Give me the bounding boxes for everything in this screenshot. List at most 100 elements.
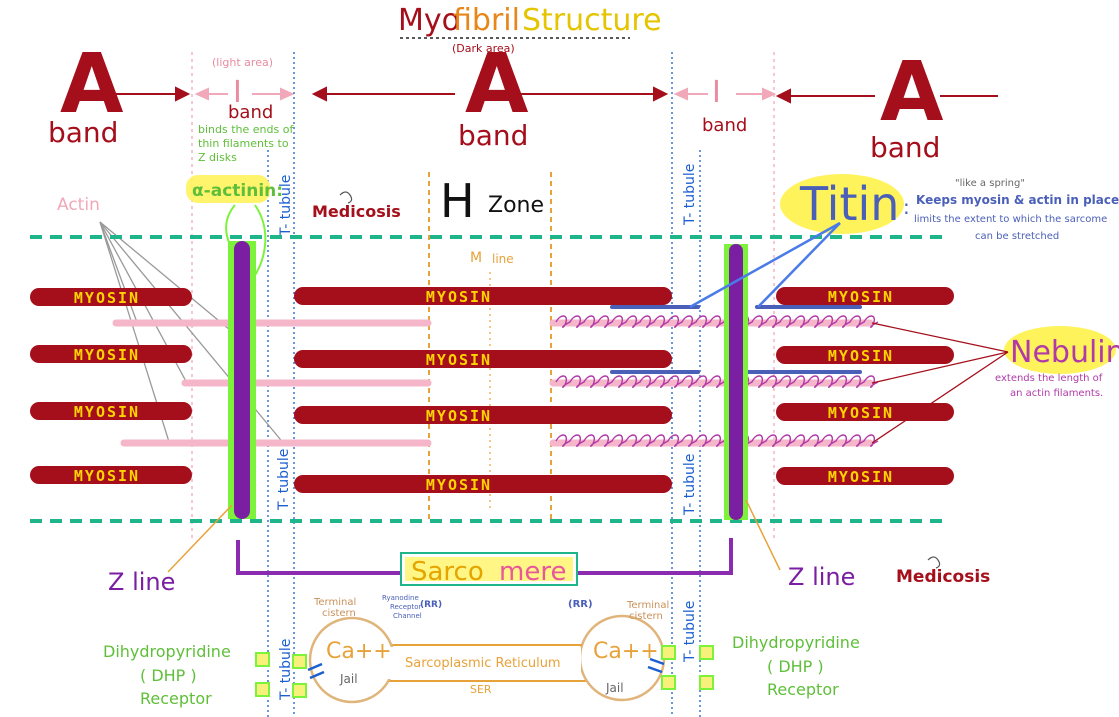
- actin-label: Actin: [57, 195, 100, 215]
- i-band-left-word: band: [228, 102, 273, 123]
- dhp-sq-1: [255, 652, 270, 667]
- sarcomere-bracket: Sarco mere: [236, 538, 733, 587]
- nebulin-line-1: extends the length of: [995, 373, 1103, 384]
- titin-springs: [555, 315, 879, 447]
- nebulin-ptr-1: [871, 322, 1009, 353]
- guide-lines: [191, 52, 775, 717]
- myosin-filament-11: [294, 475, 672, 493]
- h-zone-label: H Zone: [440, 174, 544, 228]
- sarcomere-part1: Sarco: [411, 557, 484, 587]
- nebulin-label: Nebulin: [1010, 335, 1119, 370]
- i-band-arrows: [194, 87, 777, 101]
- titin-coil-3: [555, 434, 879, 447]
- medicosis-logo-bottom: Medicosis: [896, 556, 990, 587]
- ser-label: SER: [470, 683, 492, 696]
- z-line-left-pointer: [167, 504, 233, 573]
- title-fibril: fibril: [453, 3, 520, 38]
- dhp-sq-5: [661, 645, 676, 660]
- titin-line-1: Keeps myosin & actin in place.: [916, 193, 1119, 207]
- nebulin-bars: [610, 305, 862, 374]
- myosin-filament-8: [294, 406, 672, 424]
- actinin-desc-2: thin filaments to: [198, 137, 289, 150]
- arrow-a-center-right-head: [653, 86, 669, 102]
- nebulin-ptr-3: [871, 351, 1009, 444]
- ryanodine-1: Ryanodine: [382, 594, 419, 602]
- arrow-a-right-head: [775, 88, 791, 104]
- nebulin-line-2: an actin filaments.: [1010, 388, 1103, 399]
- i-left-arrow-r-head: [280, 87, 295, 101]
- dhp-left-3: Receptor: [140, 689, 212, 708]
- titin-spring-note: "like a spring": [955, 178, 1025, 189]
- z-line-left: Z line: [108, 568, 175, 596]
- nebulin-annotation: Nebulin extends the length of an actin f…: [871, 322, 1119, 444]
- stethoscope-icon-bottom: [927, 556, 941, 569]
- ryr-right-1: [649, 657, 665, 666]
- t-tubule-label-6: T- tubule: [682, 601, 698, 663]
- jail-left: Jail: [339, 672, 358, 686]
- dhp-sq-3: [292, 654, 307, 669]
- dhp-sq-6: [661, 675, 676, 690]
- dhp-right-2: ( DHP ): [767, 657, 824, 676]
- z-disk-left-inner: [234, 241, 250, 519]
- titin-annotation: Titin : "like a spring" Keeps myosin & a…: [689, 174, 1119, 309]
- actin-ptr-5: [99, 221, 231, 331]
- myosin-label-11: MYOSIN: [426, 476, 492, 494]
- terminal-cistern-left-1: Terminal: [313, 597, 356, 608]
- ryr-right-2: [647, 665, 663, 674]
- myosin-label-4: MYOSIN: [74, 346, 140, 364]
- dhp-sq-7: [699, 645, 714, 660]
- t-tubule-label-2: T- tubule: [682, 164, 698, 226]
- sr-label: Sarcoplasmic Reticulum: [405, 656, 561, 671]
- myosin-filament-6: [776, 346, 954, 364]
- titin-highlight: [780, 174, 904, 234]
- myosin-label-7: MYOSIN: [74, 403, 140, 421]
- ca-left: Ca++: [326, 639, 392, 664]
- ryanodine-3: Channel: [393, 612, 422, 620]
- dhp-right-1: Dihydropyridine: [732, 633, 860, 652]
- i-right-arrow-r-head: [762, 87, 777, 101]
- dhp-right-3: Receptor: [767, 680, 839, 699]
- actin-ptr-1: [99, 221, 139, 326]
- stethoscope-icon: [339, 191, 353, 204]
- dhp-sq-2: [255, 682, 270, 697]
- z-line-right-pointer: [745, 499, 781, 571]
- a-band-center-letter: A: [465, 37, 529, 132]
- rr-left: (RR): [420, 600, 442, 610]
- z-disk-right: [724, 244, 748, 520]
- dhp-sq-4: [292, 683, 307, 698]
- dhp-left-2: ( DHP ): [140, 666, 197, 685]
- actinin-highlight: [186, 175, 270, 203]
- t-tubule-label-5: T- tubule: [278, 639, 294, 701]
- terminal-cistern-left-2: cistern: [322, 608, 356, 619]
- titin-coil-1: [555, 315, 879, 328]
- myosin-label-3: MYOSIN: [828, 288, 894, 306]
- h-letter: H: [440, 174, 475, 228]
- title: Myo fibril Structure: [398, 3, 662, 39]
- a-band-left-letter: A: [60, 37, 124, 132]
- m-letter: M: [470, 250, 482, 266]
- nebulin-ptr-2: [871, 351, 1009, 384]
- myosin-label-12: MYOSIN: [828, 468, 894, 486]
- i-left-arrow-l-head: [194, 87, 209, 101]
- rr-right: (RR): [568, 599, 593, 610]
- nebulin-highlight: [1004, 326, 1116, 374]
- myosin-filament-10: [30, 466, 192, 484]
- dhp-label-right: Dihydropyridine ( DHP ) Receptor: [732, 633, 860, 699]
- myosin-filament-5: [294, 350, 672, 368]
- t-tubule-label-1: T- tubule: [278, 175, 294, 237]
- actinin-label: α-actinin:: [192, 181, 283, 201]
- arrow-a-center-left-head: [311, 86, 327, 102]
- myosin-label-2: MYOSIN: [426, 288, 492, 306]
- myosin-filament-2: [294, 287, 672, 305]
- terminal-cistern-right-2: cistern: [629, 611, 663, 622]
- titin-line-2: limits the extent to which the sarcome: [914, 214, 1107, 225]
- myosin-filament-12: [776, 467, 954, 485]
- sarcomere-part2: mere: [499, 557, 566, 587]
- ryr-left-2: [309, 670, 325, 680]
- titin-pointer-2: [757, 222, 841, 308]
- z-line-right: Z line: [788, 563, 855, 591]
- nebulin-pointers: [871, 322, 1009, 444]
- dark-area-note: (Dark area): [452, 42, 515, 55]
